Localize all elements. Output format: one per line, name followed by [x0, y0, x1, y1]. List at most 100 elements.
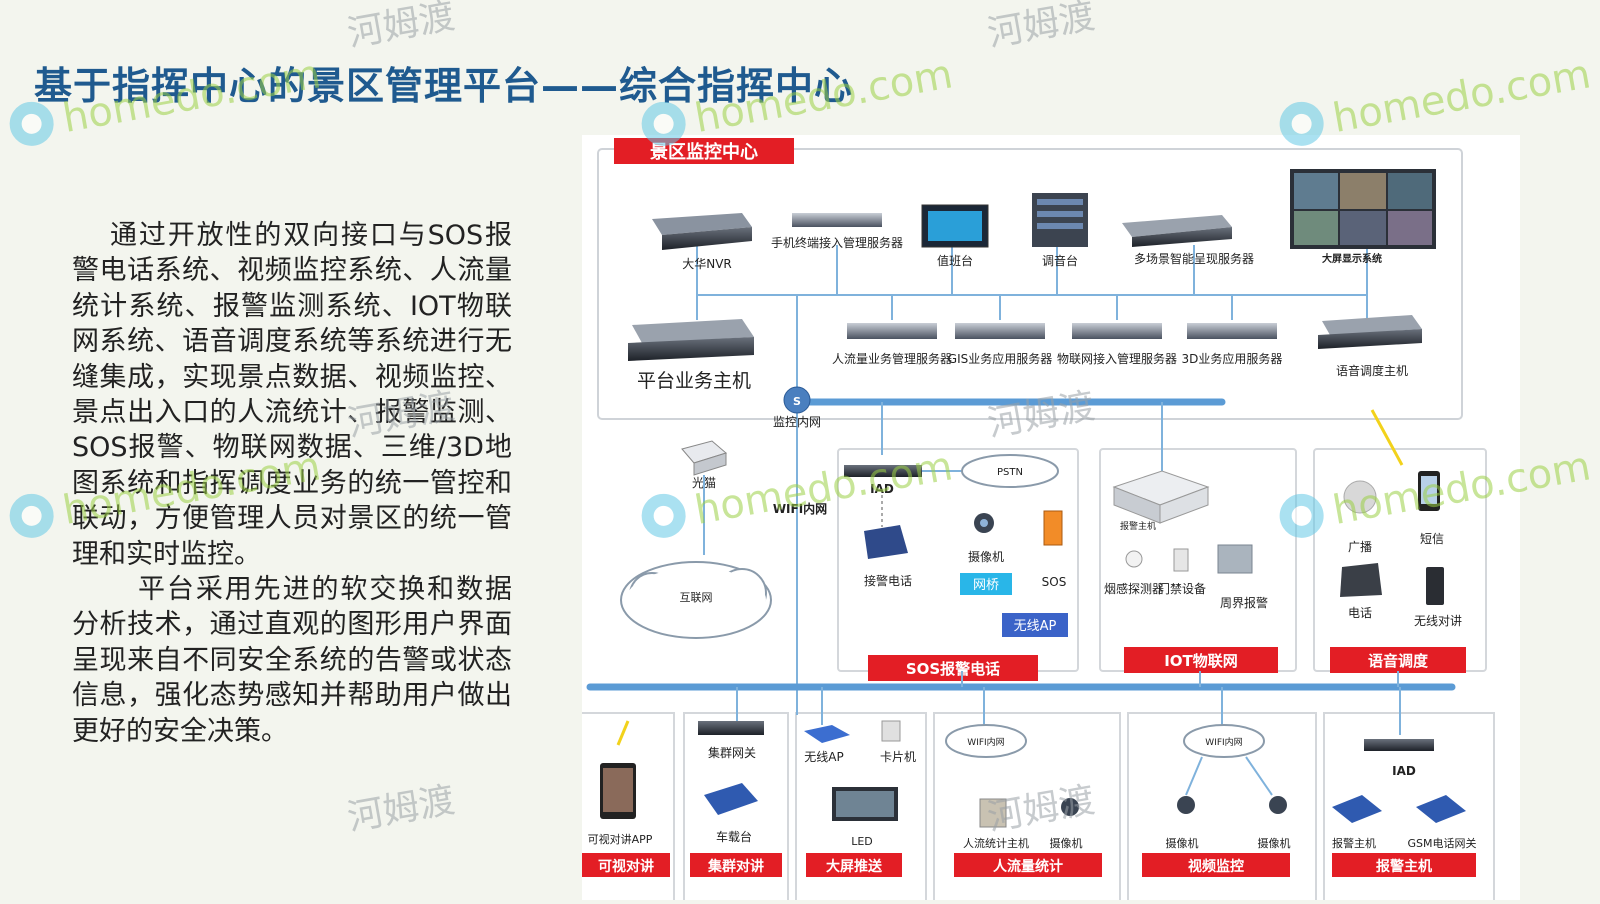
iad-label: IAD [870, 482, 894, 496]
led-screen-icon [832, 787, 898, 821]
pstn-cloud-icon [961, 454, 1059, 488]
sos-banner [868, 655, 1038, 681]
label-sos: SOS [1042, 575, 1067, 589]
label-gsm-gateway: GSM电话网关 [1408, 836, 1477, 850]
server-icon [1187, 323, 1277, 339]
label-people-flow-server: 人流量业务管理服务器 [832, 351, 952, 366]
wireless-ap-icon [804, 725, 850, 743]
label-video-camera-1: 摄像机 [1166, 836, 1199, 850]
server-icon [955, 323, 1045, 339]
video-wall-icon [1290, 169, 1436, 249]
banner-screen-push-text: 大屏推送 [826, 858, 883, 875]
server-icon [792, 213, 882, 227]
voice-banner-text: 语音调度 [1368, 652, 1429, 670]
camera-icon [1269, 796, 1287, 814]
broadcast-icon [1343, 480, 1377, 514]
internet-label: 互联网 [680, 591, 713, 604]
alarm-host-icon [1112, 470, 1210, 524]
perimeter-alarm-icon [1217, 544, 1253, 574]
vehicle-radio-icon [704, 783, 758, 815]
banner-alarm-host [1332, 853, 1476, 877]
label-video-camera-2: 摄像机 [1258, 836, 1291, 850]
voice-banner [1330, 647, 1466, 673]
label-broadcast: 广播 [1348, 540, 1372, 554]
label-gis-server: GIS业务应用服务器 [948, 351, 1052, 366]
server-icon [1122, 215, 1232, 247]
banner-cluster-intercom-text: 集群对讲 [707, 858, 764, 875]
bottom-iad-icon [1364, 739, 1434, 751]
label-3d-server: 3D业务应用服务器 [1182, 351, 1283, 366]
label-nvr: 大华NVR [682, 257, 732, 271]
label-telephone: 电话 [1348, 606, 1372, 620]
camera-icon [1061, 798, 1079, 816]
architecture-diagram: 景区监控中心 大华NVR 手机终端接入管理服务器 值班台 调音台 多场景智能呈现… [573, 135, 1520, 904]
nvr-icon [652, 213, 752, 250]
voice-host-icon [1318, 315, 1422, 349]
card-camera-icon [881, 720, 901, 742]
label-bottom-alarm-host: 报警主机 [1332, 836, 1376, 850]
label-card-camera: 卡片机 [880, 750, 916, 764]
iot-banner [1124, 647, 1278, 673]
paragraph-1: 通过开放性的双向接口与SOS报警电话系统、视频监控系统、人流量统计系统、报警监测… [72, 220, 512, 570]
pstn-label: PSTN [997, 467, 1023, 478]
label-smoke-detector: 烟感探测器 [1104, 581, 1164, 596]
label-bridge: 网桥 [973, 578, 999, 593]
desk-phone-icon [1340, 563, 1382, 597]
flow-host-icon [979, 798, 1007, 828]
banner-video-monitor [1142, 853, 1290, 877]
walkie-talkie-icon [1426, 567, 1444, 605]
mixer-icon [1032, 193, 1088, 247]
label-sos-camera: 摄像机 [968, 549, 1004, 564]
center-label: 景区监控中心 [650, 141, 758, 163]
smoke-detector-icon [1125, 550, 1143, 568]
camera-icon [1177, 796, 1195, 814]
label-bottom-iad: IAD [1392, 764, 1416, 778]
watermark-flower-icon [9, 493, 54, 538]
banner-people-flow-text: 人流量统计 [993, 858, 1063, 875]
gsm-gateway-icon [1416, 795, 1466, 823]
phone-icon [1418, 471, 1440, 511]
cluster-gateway-icon [698, 721, 764, 735]
voice-frame [1313, 448, 1487, 672]
label-mixer: 调音台 [1042, 253, 1078, 268]
label-intercom-app: 可视对讲APP [588, 832, 653, 846]
label-wireless-ap: 无线AP [1014, 619, 1057, 634]
label-platform-host: 平台业务主机 [637, 370, 751, 392]
watermark-text: homedo.com [1329, 51, 1594, 142]
watermark-cn: 河姆渡 [984, 0, 1097, 55]
label-duty-desk: 值班台 [937, 253, 973, 268]
label-flow-host: 人流统计主机 [963, 836, 1029, 850]
watermark-cn: 河姆渡 [344, 0, 457, 55]
alarm-router-icon [1332, 795, 1382, 823]
iot-banner-text: IOT物联网 [1164, 652, 1238, 670]
wifi-label: WIFI内网 [773, 501, 827, 516]
watermark-cn: 河姆渡 [344, 780, 457, 839]
banner-alarm-host-text: 报警主机 [1376, 858, 1432, 875]
label-cluster-gateway: 集群网关 [708, 745, 756, 760]
video-intercom-phone-icon [600, 763, 636, 819]
label-iot-host: 报警主机 [1120, 520, 1156, 532]
label-wifi-video: WIFI内网 [1205, 736, 1242, 748]
monitor-icon [921, 204, 989, 248]
camera-icon [974, 513, 994, 533]
server-icon [847, 323, 937, 339]
wireless-ap-badge [1002, 613, 1068, 637]
banner-cluster-intercom [690, 853, 782, 877]
iad-icon [844, 465, 922, 477]
banner-screen-push [806, 853, 902, 877]
label-perimeter-alarm: 周界报警 [1220, 595, 1268, 610]
wifi-cloud-icon [945, 724, 1027, 758]
cloud-icon [620, 561, 772, 639]
wifi-cloud-icon [1183, 724, 1265, 758]
switch-icon [783, 386, 811, 414]
label-video-wall: 大屏显示系统 [1322, 252, 1382, 265]
platform-host-icon [628, 319, 754, 361]
access-control-icon [1173, 548, 1189, 572]
monitor-center-frame [597, 148, 1463, 420]
phone-keypad-icon [864, 525, 908, 559]
label-smart-server: 多场景智能呈现服务器 [1134, 251, 1254, 266]
sos-box-icon [1043, 510, 1063, 546]
label-wifi-flow: WIFI内网 [967, 736, 1004, 748]
fiber-cat-icon [681, 440, 728, 476]
banner-video-monitor-text: 视频监控 [1188, 858, 1244, 875]
